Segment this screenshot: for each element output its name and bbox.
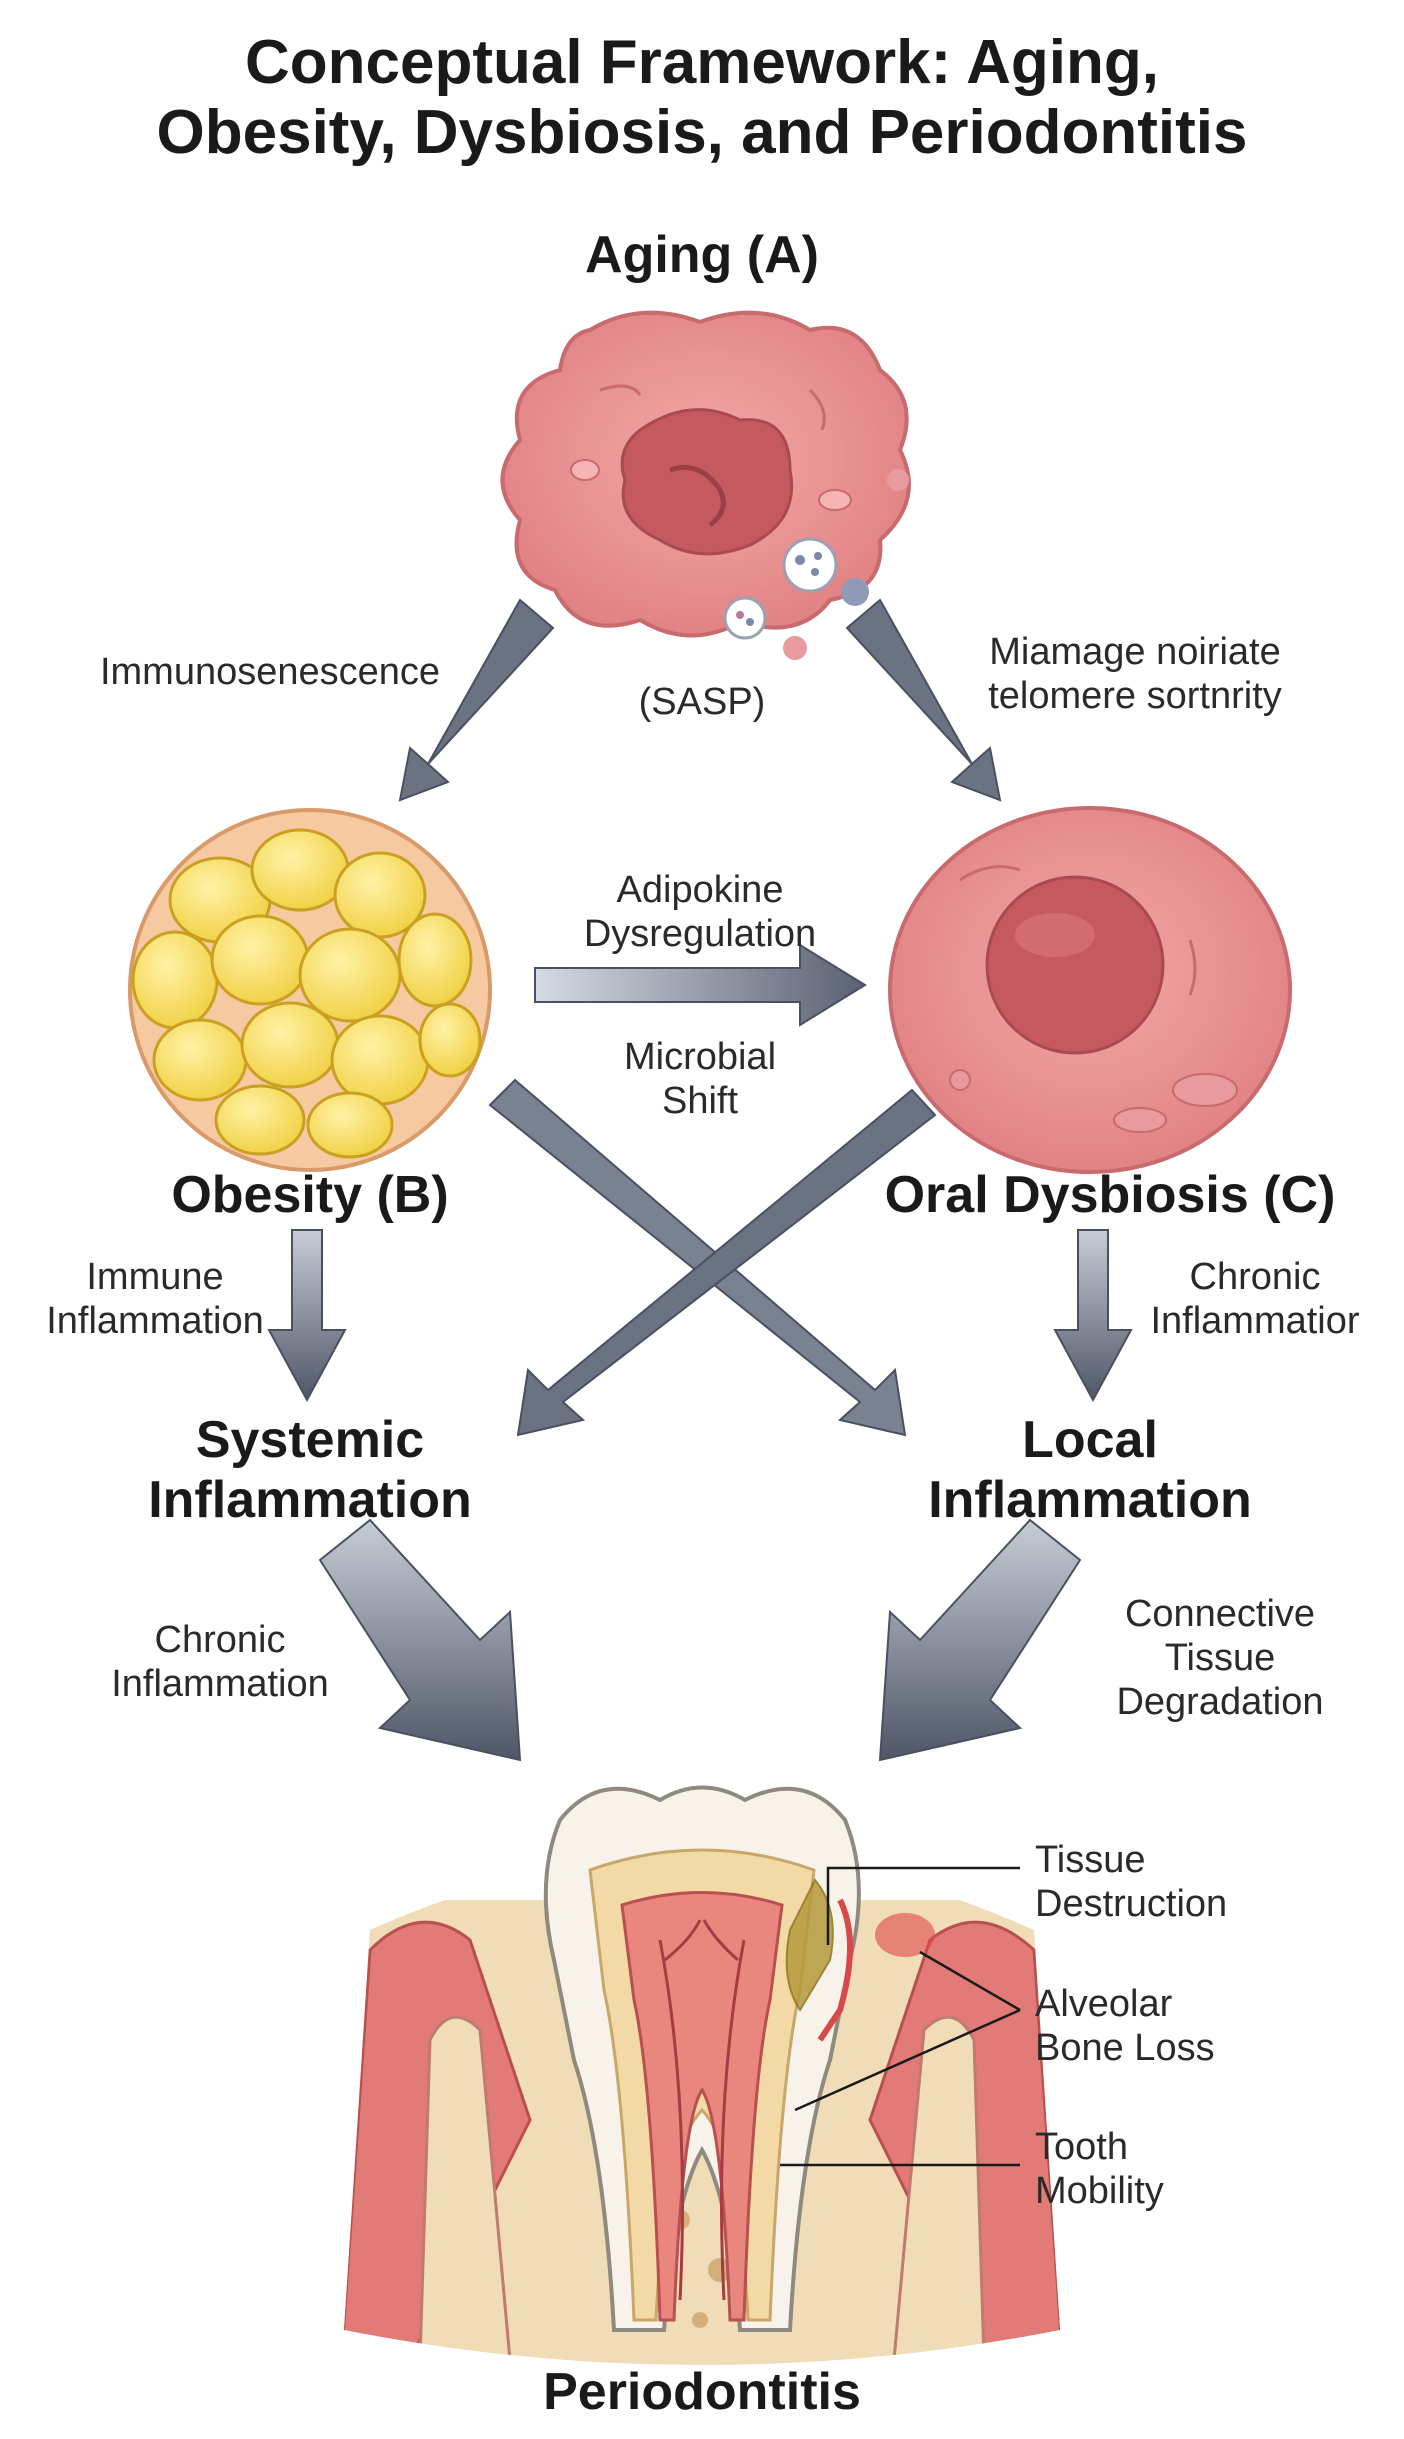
immune-line-2: Inflammation [46, 1300, 264, 1342]
systemic-line-1: Systemic [195, 1411, 425, 1469]
label-connective-tissue-degradation: Connective Tissue Degradation [1070, 1592, 1370, 1724]
oral-cell-icon [888, 806, 1292, 1174]
chronic-left-line-2: Inflammation [111, 1663, 329, 1705]
arrow-dysbiosis-to-local [1053, 1229, 1133, 1403]
label-alveolar-bone-loss: Alveolar Bone Loss [1035, 1982, 1375, 2070]
arrow-dysbiosis-to-systemic [516, 1088, 937, 1437]
telomere-line-1: Miamage noiriate [989, 631, 1281, 673]
tissue-line-1: Tissue [1035, 1839, 1146, 1881]
adipokine-line-2: Dysregulation [583, 913, 817, 955]
node-aging: Aging (A) [585, 226, 819, 284]
node-oral-dysbiosis: Oral Dysbiosis (C) [884, 1166, 1336, 1224]
label-tissue-destruction: Tissue Destruction [1035, 1838, 1375, 1926]
tissue-line-2: Destruction [1035, 1883, 1228, 1925]
bone-line-2: Bone Loss [1035, 2027, 1215, 2069]
arrow-aging-to-dysbiosis [845, 598, 1002, 802]
adipose-tissue-icon [128, 808, 492, 1172]
microbial-line-1: Microbial [623, 1036, 777, 1078]
title-line-2: Obesity, Dysbiosis, and Periodontitis [156, 98, 1248, 167]
page-title: Conceptual Framework: Aging, Obesity, Dy… [0, 28, 1404, 168]
label-immunosenescence: Immunosenescence [99, 651, 441, 693]
chronic-left-line-1: Chronic [154, 1619, 286, 1661]
node-local-inflammation: Local Inflammation [890, 1410, 1290, 1530]
label-sasp: (SASP) [638, 681, 766, 723]
chronic-right-line-2: Inflammatior [1150, 1300, 1360, 1342]
arrow-obesity-to-systemic [267, 1229, 347, 1403]
label-tooth-mobility: Tooth Mobility [1035, 2125, 1375, 2213]
tooth-callout-lines [780, 1866, 1021, 2167]
arrow-aging-to-obesity [398, 598, 555, 802]
arrow-obesity-to-local [488, 1078, 907, 1437]
label-adipokine-dysregulation: Adipokine Dysregulation [540, 868, 860, 956]
label-chronic-inflammation-right: Chronic Inflammatior [1120, 1255, 1390, 1343]
mobility-line-1: Tooth [1035, 2126, 1128, 2168]
label-microbial-shift: Microbial Shift [560, 1035, 840, 1123]
mobility-line-2: Mobility [1035, 2170, 1164, 2212]
label-chronic-inflammation-left: Chronic Inflammation [80, 1618, 360, 1706]
connective-line-3: Degradation [1116, 1681, 1324, 1723]
arrow-local-to-periodontitis [878, 1518, 1082, 1762]
title-line-1: Conceptual Framework: Aging, [244, 28, 1159, 97]
bone-line-1: Alveolar [1035, 1983, 1173, 2025]
node-systemic-inflammation: Systemic Inflammation [110, 1410, 510, 1530]
local-line-2: Inflammation [928, 1471, 1252, 1529]
immune-line-1: Immune [86, 1256, 224, 1298]
connective-line-2: Tissue [1164, 1637, 1276, 1679]
node-periodontitis: Periodontitis [543, 2363, 861, 2421]
adipokine-line-1: Adipokine [616, 869, 784, 911]
arrow-obesity-to-dysbiosis [534, 943, 867, 1027]
senescent-cell-icon [500, 310, 911, 660]
connective-line-1: Connective [1124, 1593, 1316, 1635]
chronic-right-line-1: Chronic [1189, 1256, 1321, 1298]
arrow-systemic-to-periodontitis [318, 1518, 522, 1762]
local-line-1: Local [1022, 1411, 1158, 1469]
microbial-line-2: Shift [661, 1080, 739, 1122]
label-telomere: Miamage noiriate telomere sortnrity [935, 630, 1335, 718]
tooth-cross-section-icon [344, 1785, 1060, 2365]
systemic-line-2: Inflammation [148, 1471, 472, 1529]
node-obesity: Obesity (B) [171, 1166, 449, 1224]
telomere-line-2: telomere sortnrity [988, 675, 1282, 717]
label-immune-inflammation: Immune Inflammation [20, 1255, 290, 1343]
